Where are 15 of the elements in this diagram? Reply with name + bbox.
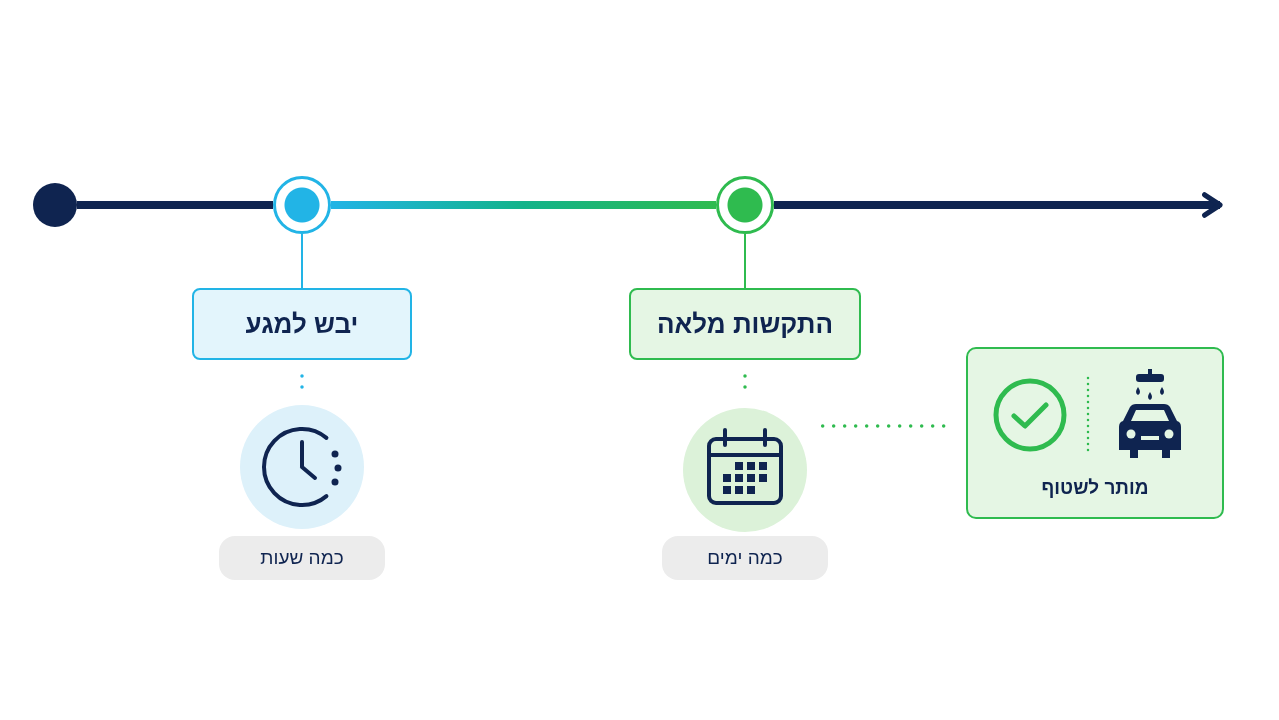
milestone-marker — [716, 176, 774, 234]
stage-box: התקשות מלאה — [629, 288, 861, 360]
status-text: מותר לשטוף — [1040, 477, 1150, 499]
connector-line — [744, 233, 746, 289]
timeline-line — [774, 192, 1223, 218]
duration-pill: כמה ימים — [662, 536, 828, 580]
stage-box: יבש למגע — [192, 288, 412, 360]
timeline-line — [331, 201, 716, 209]
result-card — [966, 347, 1224, 519]
milestone-marker — [273, 176, 331, 234]
timeline-line — [77, 201, 273, 209]
timeline-start-dot — [33, 183, 77, 227]
dotted-connector — [300, 374, 304, 391]
connector-line — [301, 233, 303, 289]
duration-pill: כמה שעות — [219, 536, 385, 580]
